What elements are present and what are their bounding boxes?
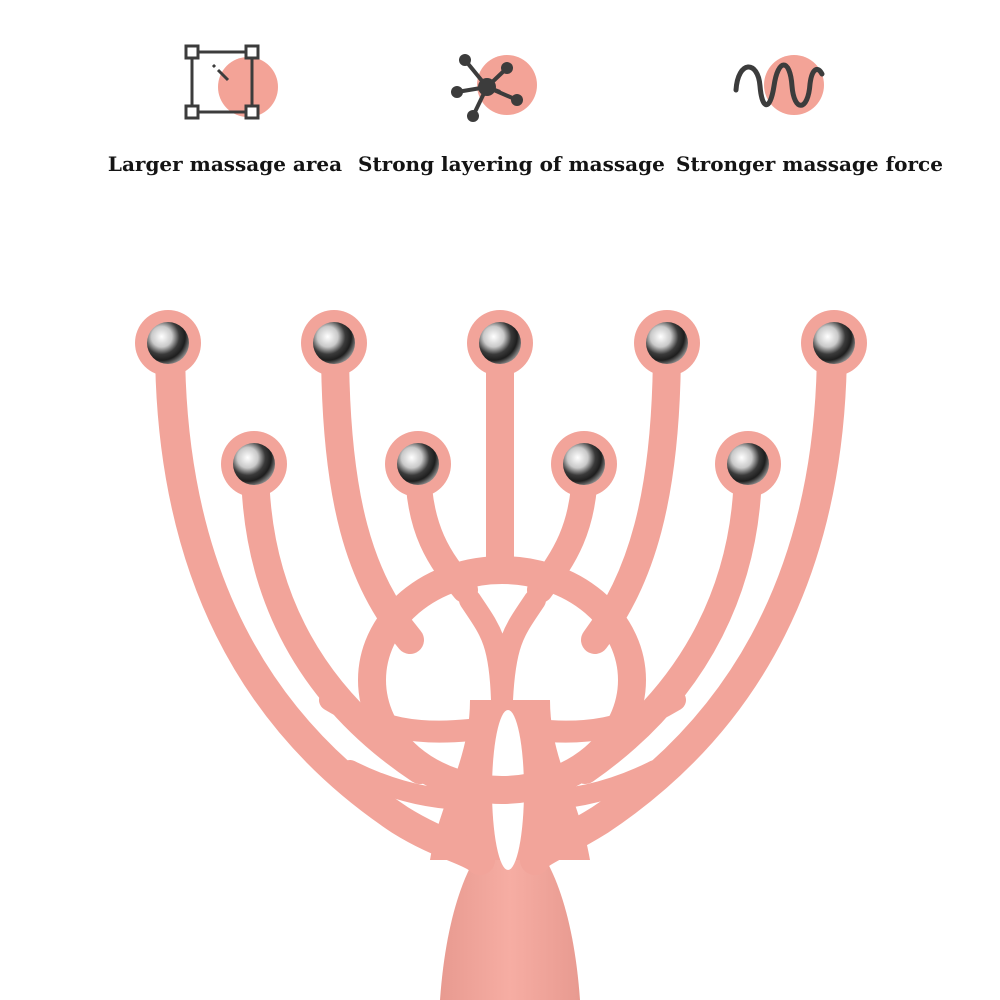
ball-tip (563, 443, 605, 485)
ball-tip (727, 443, 769, 485)
ball-tip (147, 322, 189, 364)
ball-tip (397, 443, 439, 485)
ball-tip (646, 322, 688, 364)
feature-label-larger-area: Larger massage area (107, 152, 343, 176)
feature-label-strong-layering: Strong layering of massage (358, 152, 665, 176)
expand-area-icon (184, 44, 278, 120)
network-nodes-icon (451, 54, 537, 122)
ball-tip (479, 322, 521, 364)
massage-ball-tips (135, 310, 867, 497)
feature-label-stronger-force: Stronger massage force (676, 152, 943, 176)
ball-tip (813, 322, 855, 364)
ball-tip (233, 443, 275, 485)
feature-row: Larger massage area Strong layering of m… (0, 0, 1000, 200)
wave-force-icon (733, 55, 825, 115)
ball-tip (313, 322, 355, 364)
scalp-massager-illustration (135, 310, 867, 1000)
